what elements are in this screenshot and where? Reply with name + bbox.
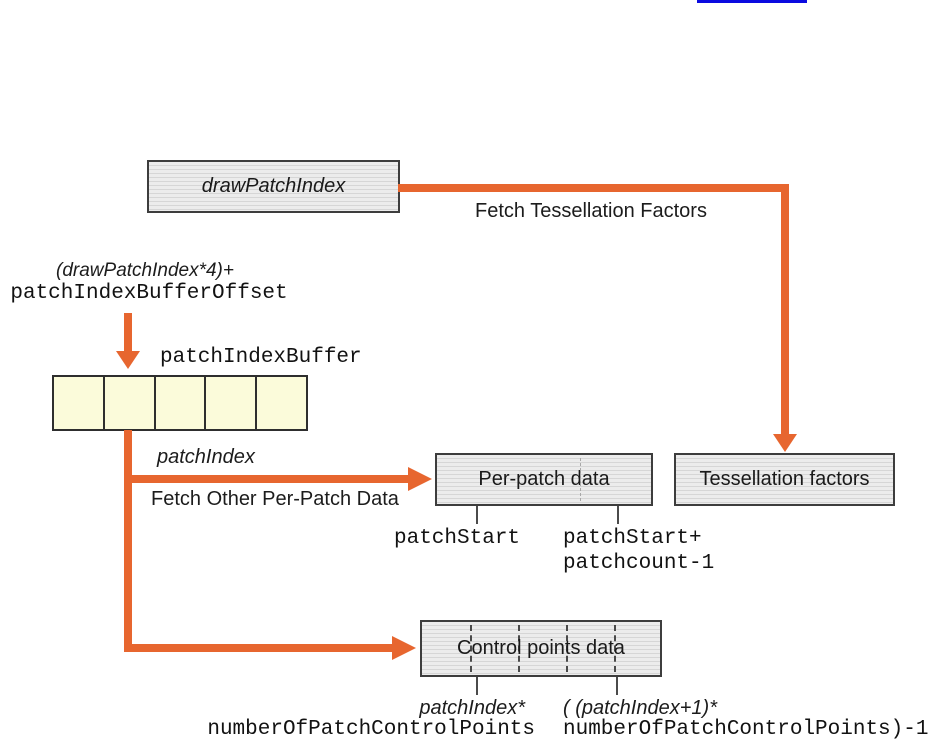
- buffer-cell: [102, 375, 156, 431]
- control-points-divider: [614, 625, 616, 672]
- edge-main-vertical: [124, 430, 132, 652]
- arrowhead-down-icon: [116, 351, 140, 369]
- buffer-offset-expr-line1: (drawPatchIndex*4)+: [56, 260, 234, 281]
- edge-fetch-tess-vertical: [781, 184, 789, 435]
- cp-start-label-line2: numberOfPatchControlPoints: [207, 718, 535, 741]
- control-points-data-box: Control points data: [420, 620, 662, 677]
- per-patch-divider: [580, 458, 581, 501]
- tick-patch-end: [617, 506, 619, 524]
- tick-patch-start: [476, 506, 478, 524]
- buffer-cell: [52, 375, 105, 431]
- edge-fetch-per-patch-label: Fetch Other Per-Patch Data: [151, 488, 399, 510]
- draw-patch-index-box: drawPatchIndex: [147, 160, 400, 213]
- edge-fetch-tess-label: Fetch Tessellation Factors: [475, 200, 707, 222]
- buffer-cell: [204, 375, 258, 431]
- control-points-divider: [470, 625, 472, 672]
- patch-end-label-line2: patchcount-1: [563, 552, 715, 575]
- patch-index-buffer-label: patchIndexBuffer: [160, 346, 362, 369]
- draw-patch-index-label: drawPatchIndex: [201, 175, 346, 197]
- cp-end-label-line2: numberOfPatchControlPoints)-1: [563, 718, 929, 741]
- edge-control-points-horizontal: [124, 644, 394, 652]
- buffer-cell: [255, 375, 308, 431]
- tick-cp-start: [476, 677, 478, 695]
- arrowhead-down-icon: [773, 434, 797, 452]
- cp-start-label-line1: patchIndex*: [419, 697, 525, 719]
- tick-cp-end: [616, 677, 618, 695]
- edge-offset-arrow-shaft: [124, 313, 132, 352]
- arrowhead-right-icon: [392, 636, 416, 660]
- truncated-link-underline[interactable]: [697, 0, 807, 3]
- patch-start-label: patchStart: [394, 527, 521, 550]
- control-points-divider: [566, 625, 568, 672]
- buffer-cell: [153, 375, 207, 431]
- tessellation-factors-box: Tessellation factors: [674, 453, 895, 506]
- control-points-divider: [518, 625, 520, 672]
- patch-index-buffer-cells: [52, 375, 308, 431]
- per-patch-data-box: Per-patch data: [435, 453, 653, 506]
- control-points-data-label: Control points data: [457, 637, 625, 659]
- arrowhead-right-icon: [408, 467, 432, 491]
- cp-end-label-line1: ( (patchIndex+1)*: [563, 697, 717, 719]
- patch-end-label-line1: patchStart+: [563, 527, 702, 550]
- edge-fetch-per-patch-horizontal: [124, 475, 410, 483]
- buffer-offset-expr-line2: patchIndexBufferOffset: [10, 282, 288, 305]
- per-patch-data-label: Per-patch data: [478, 468, 610, 490]
- edge-fetch-tess-horizontal: [398, 184, 789, 192]
- tessellation-factors-label: Tessellation factors: [699, 468, 870, 490]
- patch-index-label: patchIndex: [157, 446, 255, 468]
